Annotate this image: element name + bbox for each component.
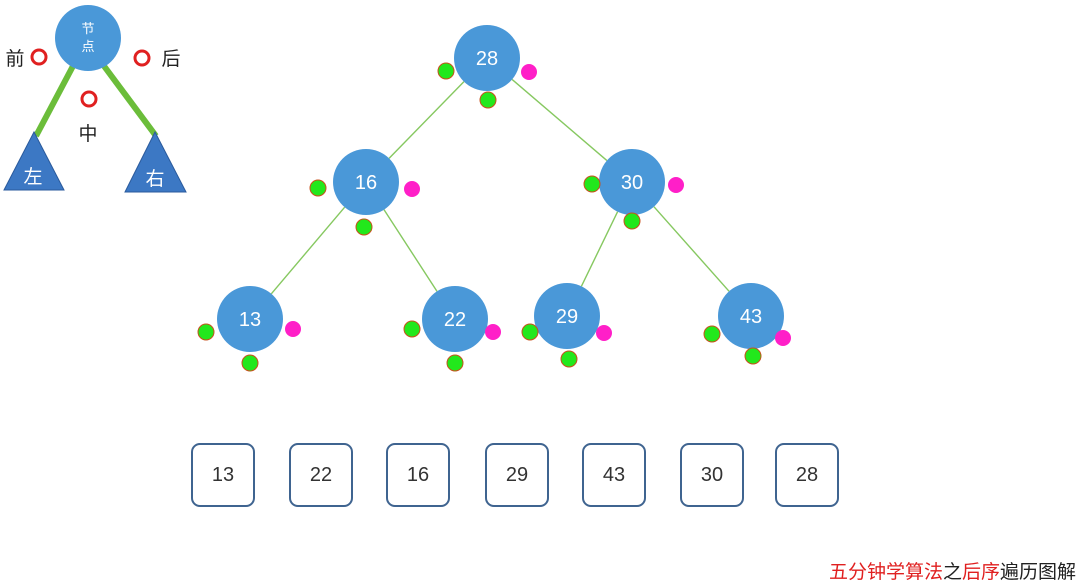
caption-part2: 之 [942,561,962,583]
legend-right-subtree-triangle [124,130,187,193]
traversal-dot-pre-30 [583,175,601,193]
tree-node-28: 28 [454,25,520,91]
tree-nodes: 28 16 30 13 22 29 43 [217,25,784,352]
tree-node-13: 13 [217,286,283,352]
sequence-box: 22 [289,443,353,507]
traversal-dot-pre-43 [703,325,721,343]
traversal-dot-pre-16 [309,179,327,197]
legend-right-label: 右 [145,168,164,190]
sequence-box: 43 [582,443,646,507]
tree-node-label: 29 [556,306,578,328]
tree-edges [270,78,730,295]
tree-node-label: 22 [444,309,466,331]
caption-part3: 后序 [961,561,1000,583]
legend-node-label-2: 点 [81,40,94,55]
tree-node-label: 16 [355,172,377,194]
tree-node-29: 29 [534,283,600,349]
tree-node-label: 43 [740,306,762,328]
legend-left-edge [33,64,76,138]
tree-edge-30-right [653,206,730,292]
tree-node-circle [422,286,488,352]
tree-node-30: 30 [599,149,665,215]
traversal-dot-pre-28 [437,62,455,80]
legend-in-marker [80,90,98,108]
traversal-dot-in-30 [623,212,641,230]
legend-pre-marker [30,48,48,66]
tree-node-label: 30 [621,172,643,194]
sequence-box: 28 [775,443,839,507]
traversal-dot-pre-29 [521,323,539,341]
tree-node-circle [454,25,520,91]
legend-left-subtree-triangle [3,130,65,191]
traversal-dot-in-16 [355,218,373,236]
sequence-box: 16 [386,443,450,507]
legend: 节 点 左 右 前 中 后 [3,5,187,193]
caption-part1: 五分钟学算法 [828,561,943,583]
traversal-dot-in-29 [560,350,578,368]
caption-part4: 遍历图解 [999,561,1076,583]
tree-edge-28-right [511,78,608,162]
tree-node-circle [718,283,784,349]
traversal-dot-post-29 [596,325,612,341]
caption: 五分钟学算法之后序遍历图解 [829,557,1076,584]
traversal-dot-pre-13 [197,323,215,341]
legend-left-label: 左 [23,166,42,188]
tree-node-22: 22 [422,286,488,352]
tree-node-circle [599,149,665,215]
traversal-dot-in-28 [479,91,497,109]
traversal-dot-post-28 [521,64,537,80]
tree-node-43: 43 [718,283,784,349]
traversal-dot-post-43 [775,330,791,346]
traversal-dot-in-22 [446,354,464,372]
sequence-box: 29 [485,443,549,507]
traversal-dot-post-16 [404,181,420,197]
traversal-dot-in-43 [744,347,762,365]
tree-edge-16-right [383,209,438,292]
legend-in-label: 中 [78,123,97,145]
sequence-box: 13 [191,443,255,507]
legend-right-edge [101,64,159,138]
tree-edge-28-left [388,81,465,159]
legend-node-label-1: 节 [81,22,94,37]
legend-post-marker [133,49,151,67]
legend-post-label: 后 [161,48,180,70]
tree-edge-30-left [580,211,619,287]
traversal-dot-pre-22 [403,320,421,338]
legend-pre-label: 前 [5,48,24,70]
tree-edge-16-left [270,206,346,295]
tree-node-label: 13 [239,309,261,331]
tree-node-circle [534,283,600,349]
traversal-dot-in-13 [241,354,259,372]
tree-node-16: 16 [333,149,399,215]
tree-node-circle [333,149,399,215]
traversal-dot-post-13 [285,321,301,337]
traversal-dot-post-30 [668,177,684,193]
traversal-dot-post-22 [485,324,501,340]
tree-node-label: 28 [476,48,498,70]
legend-node [55,5,121,71]
traversal-dots [197,62,791,372]
tree-node-circle [217,286,283,352]
sequence-box: 30 [680,443,744,507]
